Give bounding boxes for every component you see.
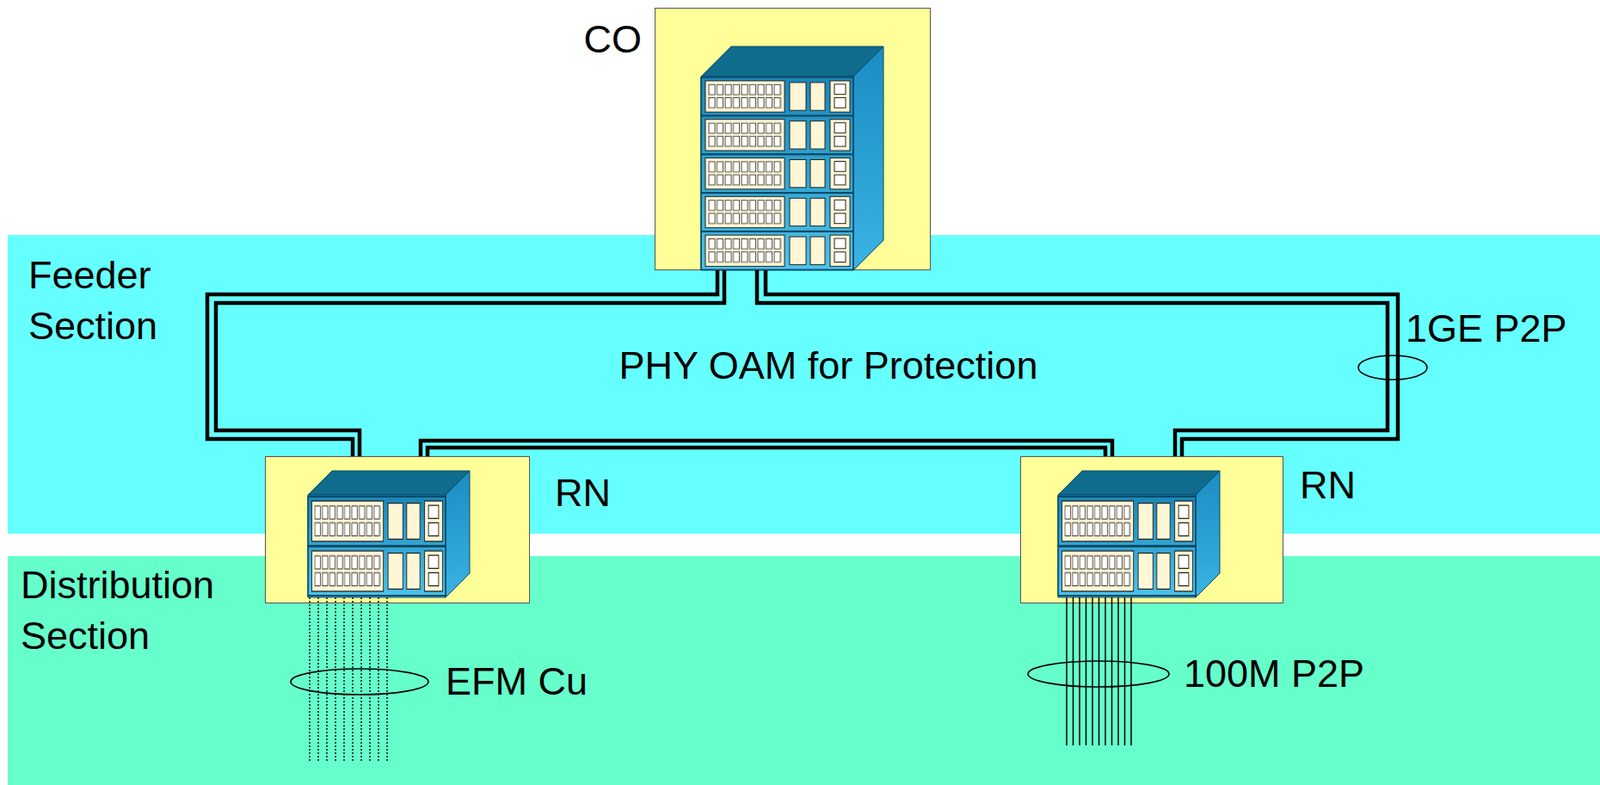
node-label: CO <box>584 14 643 66</box>
bundle-ellipse <box>290 668 429 695</box>
fiber-drop-lines <box>1066 596 1132 745</box>
rack-top <box>307 470 470 495</box>
fiber-line <box>420 440 1113 456</box>
node-label: RN <box>554 467 611 519</box>
rack-front <box>1058 494 1196 597</box>
rack-unit <box>307 546 446 596</box>
rack-unit <box>307 496 446 546</box>
rack-unit <box>701 192 854 231</box>
rack-unit <box>701 154 854 193</box>
rack-front <box>307 494 446 597</box>
rack-side <box>853 46 884 271</box>
rack-top <box>1058 470 1220 495</box>
bundle-ellipse <box>1358 355 1428 380</box>
rack-unit <box>1058 496 1196 546</box>
rack-side <box>1195 470 1220 597</box>
fiber-link <box>420 440 1113 456</box>
rn-rack <box>307 470 470 597</box>
bundle-label: 100M P2P <box>1183 648 1365 700</box>
copper-drop-lines <box>309 596 388 761</box>
node-label: Feeder Section <box>28 250 158 351</box>
fiber-line <box>427 447 1106 456</box>
bundle-ellipse <box>1027 660 1170 687</box>
rack-unit <box>701 231 854 270</box>
rack-top <box>701 46 884 77</box>
rack-front <box>701 76 854 271</box>
co-rack <box>701 46 884 271</box>
ring-label: PHY OAM for Protection <box>619 340 1039 392</box>
rn-rack <box>1058 470 1220 597</box>
rack-side <box>445 470 470 597</box>
link-label: 1GE P2P <box>1405 303 1568 355</box>
rack-unit <box>701 116 854 154</box>
rack-unit <box>701 77 854 116</box>
rack-unit <box>1058 546 1196 596</box>
node-label: Distribution Section <box>20 560 215 661</box>
node-label: RN <box>1299 460 1356 511</box>
bundle-label: EFM Cu <box>445 656 588 708</box>
